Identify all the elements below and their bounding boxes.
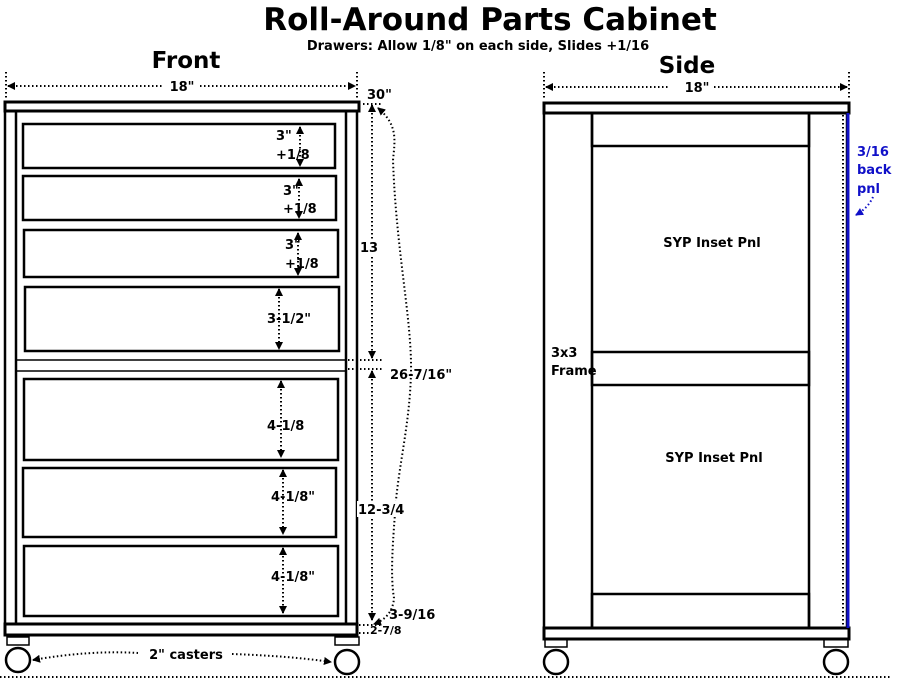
side-view: 18" SYP Inset Pnl SYP Inset Pnl 3x3 Fram… — [542, 72, 892, 676]
drawer-6-label: 4-1/8" — [271, 490, 315, 505]
back-panel-label-line3: pnl — [857, 182, 880, 197]
body-height-label: 26-7/16" — [390, 368, 452, 383]
back-panel-label-line2: back — [857, 163, 892, 178]
drawer-1-label: 3" — [276, 129, 292, 144]
drawer-4-label: 3-1/2" — [267, 312, 311, 327]
drawer-5[interactable] — [22, 377, 340, 462]
side-width-label: 18" — [685, 81, 710, 96]
back-panel-label-line1: 3/16 — [857, 145, 889, 160]
base-dim-b-label: 2-7/8 — [370, 624, 402, 637]
side-left-caster — [542, 648, 570, 676]
front-right-caster — [333, 648, 361, 676]
drawer-1-label-extra: +1/8 — [276, 148, 310, 163]
page-title: Roll-Around Parts Cabinet — [263, 2, 717, 38]
drawer-2-label-extra: +1/8 — [283, 202, 317, 217]
frame-label-line1: 3x3 — [551, 346, 577, 361]
drawer-3-label: 3" — [285, 238, 301, 253]
drawer-7-label: 4-1/8" — [271, 570, 315, 585]
drawer-7[interactable] — [22, 544, 340, 618]
upper-inset-panel — [591, 145, 810, 353]
drawer-1[interactable] — [21, 122, 337, 170]
upper-panel-label: SYP Inset Pnl — [663, 236, 760, 251]
front-width-label: 18" — [170, 80, 195, 95]
page-subtitle: Drawers: Allow 1/8" on each side, Slides… — [307, 39, 649, 54]
upper-section-label: 13 — [360, 241, 378, 256]
base-dim-a-label: 3-9/16 — [389, 608, 435, 623]
front-heading: Front — [152, 48, 221, 74]
drawer-2[interactable] — [21, 174, 338, 222]
drawer-3[interactable] — [22, 228, 340, 279]
height-total-label: 30" — [367, 88, 392, 103]
side-heading: Side — [659, 53, 716, 79]
front-view: 18" 3" +1/8 3" +1/8 3" +1/8 3-1/2" — [3, 72, 452, 676]
drawer-4[interactable] — [23, 285, 341, 353]
drawer-6[interactable] — [21, 466, 338, 539]
drawer-3-label-extra: +1/8 — [285, 257, 319, 272]
casters-label: 2" casters — [149, 648, 223, 663]
lower-section-label: 12-3/4 — [358, 503, 404, 518]
front-left-caster — [4, 646, 32, 674]
frame-label-line2: Frame — [551, 364, 597, 379]
drawer-5-label: 4-1/8 — [267, 419, 304, 434]
lower-inset-panel — [591, 384, 810, 595]
drawer-2-label: 3" — [283, 184, 299, 199]
side-right-caster — [822, 648, 850, 676]
lower-panel-label: SYP Inset Pnl — [665, 451, 762, 466]
